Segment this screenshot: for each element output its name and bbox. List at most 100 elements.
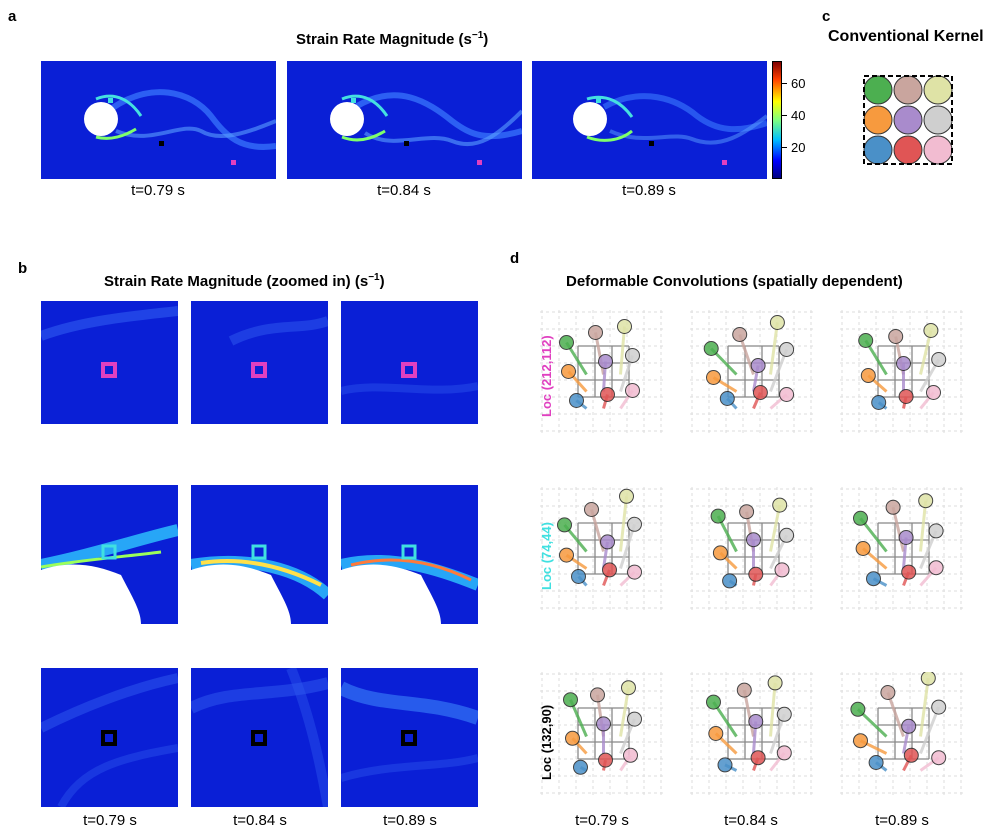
kernel-circle [893,135,923,165]
deform-sample-point [563,692,578,708]
deform-sample-point [880,685,896,700]
deform-sample-point [898,389,914,404]
deform-sample-point [779,387,795,402]
panel-b-title: Strain Rate Magnitude (zoomed in) (s−1) [104,272,385,290]
deform-sample-point [732,327,748,342]
time-label-d-3: t=0.89 s [875,812,929,829]
deform-sample-point [928,523,944,539]
deform-sample-point [627,516,642,532]
deform-plot [540,487,665,612]
deform-sample-point [752,385,768,400]
colorbar-label-40: 40 [791,108,806,123]
time-label-a-2: t=0.84 s [377,182,431,199]
kernel-circle [923,105,953,135]
deform-sample-point [748,714,764,729]
deform-sample-point [931,750,947,766]
deform-sample-point [898,530,914,545]
deform-sample-point [621,680,636,696]
zoom-black-t084 [191,668,328,807]
deform-sample-point [588,325,603,340]
deform-plot [840,487,965,612]
deform-sample-point [855,541,871,556]
deform-sample-point [772,497,788,513]
deform-sample-point [920,672,936,686]
panel-letter-d: d [510,250,520,267]
conventional-kernel [862,74,954,166]
deform-sample-point [866,571,881,587]
row-label-cyan: Loc (74,44) [539,522,554,590]
deform-sample-point [561,364,576,379]
zoom-pink-t079 [41,301,178,424]
deform-sample-point [750,358,766,373]
kernel-circle [923,75,953,105]
colorbar-label-60: 60 [791,76,806,91]
deform-sample-point [712,545,728,561]
deform-sample-point [776,706,792,722]
deform-sample-point [602,562,617,578]
deform-sample-point [617,319,632,334]
deform-sample-point [590,687,605,703]
deform-sample-point [896,356,911,371]
deform-sample-point [559,547,574,563]
deform-sample-point [767,675,783,691]
deform-sample-point [584,502,599,517]
deform-sample-point [853,510,868,526]
row-label-black: Loc (132,90) [539,704,554,780]
deform-plot [540,310,665,435]
time-label-a-3: t=0.89 s [622,182,676,199]
deform-sample-point [860,368,876,383]
deform-sample-point [722,573,738,589]
deform-sample-point [623,747,638,763]
deform-sample-point [858,333,874,348]
deform-sample-point [565,730,580,746]
strain-field-t084 [287,61,522,179]
kernel-circle [863,135,893,165]
deform-sample-point [750,750,766,766]
time-label-b-3: t=0.89 s [383,812,437,829]
deform-sample-point [748,566,764,582]
kernel-circle [893,75,923,105]
deform-sample-point [596,716,611,732]
deform-sample-point [931,699,947,715]
deform-sample-point [739,504,755,520]
deform-sample-point [853,733,868,749]
deform-sample-point [619,488,634,504]
deform-sample-point [569,393,584,408]
deform-sample-point [598,354,613,369]
deform-sample-point [627,711,642,727]
deform-sample-point [769,315,785,330]
time-label-d-1: t=0.79 s [575,812,629,829]
deform-sample-point [746,532,761,548]
deform-sample-point [706,370,721,385]
panel-letter-c: c [822,8,831,25]
deform-sample-point [779,342,795,357]
colorbar-tick-60 [782,83,787,84]
zoom-black-t089 [341,668,478,807]
deform-sample-point [598,752,613,768]
deform-sample-point [600,534,615,550]
zoom-pink-t084 [191,301,328,424]
panel-c-title: Conventional Kernel [828,28,984,45]
zoom-black-t079 [41,668,178,807]
deform-sample-point [923,323,939,338]
deform-sample-point [717,757,733,773]
time-label-b-1: t=0.79 s [83,812,137,829]
deform-plot [840,310,965,435]
deform-sample-point [885,499,901,515]
colorbar-label-20: 20 [791,140,806,155]
zoom-cyan-t084 [191,485,328,624]
deform-sample-point [901,564,917,580]
deform-sample-point [627,564,642,580]
panel-d-title: Deformable Convolutions (spatially depen… [566,273,903,290]
deform-sample-point [719,391,735,406]
time-label-d-2: t=0.84 s [724,812,778,829]
colorbar-tick-40 [782,115,787,116]
deform-plot [540,672,665,797]
deform-sample-point [736,682,752,698]
kernel-circle [923,135,953,165]
deform-sample-point [708,726,724,741]
kernel-circle [893,105,923,135]
row-label-pink: Loc (212,112) [539,335,554,417]
deform-sample-point [918,493,934,509]
deform-sample-point [776,745,792,761]
